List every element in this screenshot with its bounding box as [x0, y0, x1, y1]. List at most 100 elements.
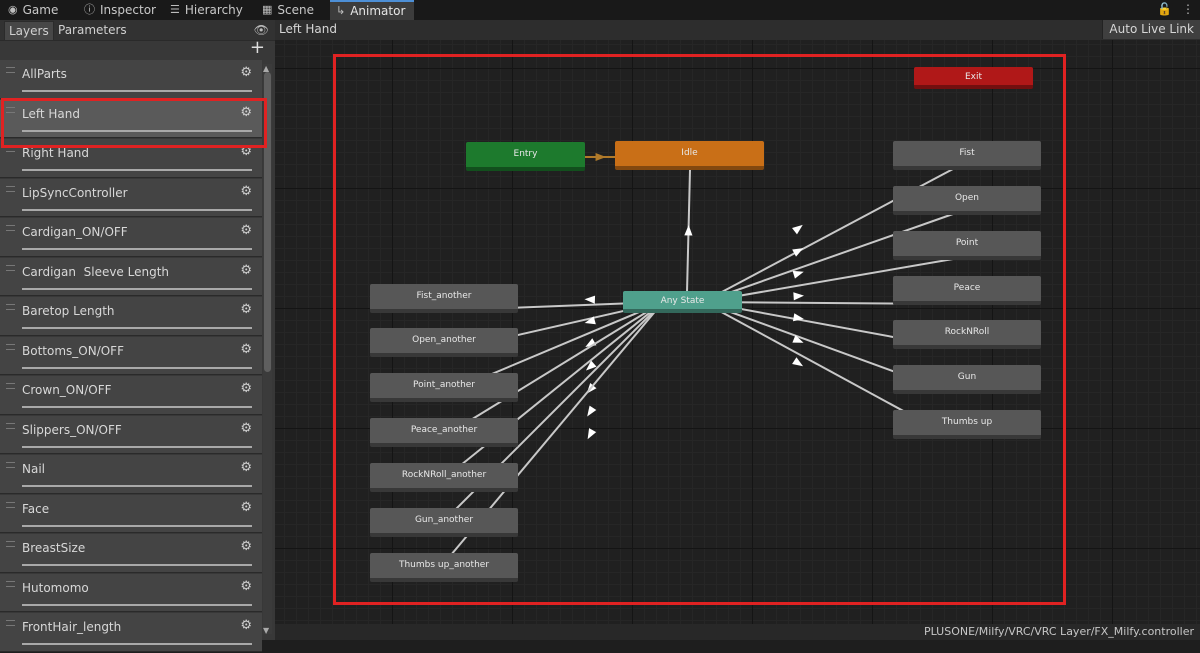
any-state[interactable]: Any State: [623, 291, 742, 313]
idle-state[interactable]: Idle: [615, 141, 764, 170]
drag-handle-icon[interactable]: [6, 225, 15, 231]
layer-row[interactable]: Face⚙: [0, 494, 262, 533]
tab-scene[interactable]: ▦Scene: [256, 0, 320, 20]
layer-row[interactable]: Nail⚙: [0, 455, 262, 494]
scrollbar-thumb[interactable]: [264, 72, 271, 372]
drag-handle-icon[interactable]: [6, 304, 15, 310]
layer-row[interactable]: LipSyncController⚙: [0, 178, 262, 217]
tab-animator[interactable]: ↳Animator: [330, 0, 414, 20]
tab-layers[interactable]: Layers: [4, 21, 54, 41]
state-right[interactable]: Fist: [893, 141, 1041, 170]
gear-icon[interactable]: ⚙: [240, 420, 252, 436]
entry-state[interactable]: Entry: [466, 142, 585, 171]
gear-icon[interactable]: ⚙: [240, 618, 252, 633]
gear-icon[interactable]: ⚙: [240, 262, 252, 278]
tab-parameters[interactable]: Parameters: [58, 23, 127, 37]
transition-any-right[interactable]: [702, 213, 954, 303]
layer-weight-slider[interactable]: [22, 248, 252, 250]
layer-row[interactable]: Hutomomo⚙: [0, 573, 262, 612]
layer-row[interactable]: Bottoms_ON/OFF⚙: [0, 336, 262, 375]
state-right[interactable]: Thumbs up: [893, 410, 1041, 439]
gear-icon[interactable]: ⚙: [240, 539, 252, 554]
layer-weight-slider[interactable]: [22, 445, 252, 448]
state-right[interactable]: RockNRoll: [893, 320, 1041, 349]
layer-row[interactable]: FrontHair_length⚙: [0, 613, 262, 652]
state-left[interactable]: Thumbs up_another: [370, 553, 518, 582]
layer-row[interactable]: Cardigan Sleeve Length⚙: [0, 257, 262, 296]
gear-icon[interactable]: ⚙: [240, 341, 252, 357]
state-right[interactable]: Peace: [893, 276, 1041, 305]
layer-weight-slider[interactable]: [22, 564, 252, 566]
drag-handle-icon[interactable]: [6, 264, 15, 271]
layer-weight-slider[interactable]: [22, 208, 252, 211]
layer-row[interactable]: Right Hand⚙: [0, 139, 262, 178]
layer-weight-slider[interactable]: [22, 603, 252, 606]
tab-game[interactable]: ◉Game: [2, 0, 78, 20]
drag-handle-icon[interactable]: [6, 580, 15, 587]
eye-icon[interactable]: 👁: [253, 23, 269, 37]
drag-handle-icon[interactable]: [6, 462, 15, 468]
gear-icon[interactable]: ⚙: [240, 183, 252, 199]
gear-icon[interactable]: ⚙: [240, 381, 252, 396]
scrollbar[interactable]: [263, 64, 272, 634]
gear-icon[interactable]: ⚙: [240, 104, 252, 120]
tab-hierarchy[interactable]: ☰Hierarchy: [164, 0, 244, 20]
drag-handle-icon[interactable]: [6, 146, 15, 152]
drag-handle-icon[interactable]: [6, 343, 15, 350]
layer-weight-slider[interactable]: [22, 129, 252, 132]
scroll-down-icon[interactable]: ▼: [263, 626, 270, 635]
add-layer-button[interactable]: +: [249, 37, 265, 58]
layer-row[interactable]: AllParts⚙: [0, 60, 262, 99]
layer-weight-slider[interactable]: [22, 643, 252, 645]
layer-row[interactable]: Cardigan_ON/OFF⚙: [0, 218, 262, 257]
layer-row[interactable]: Left Hand⚙: [0, 99, 262, 138]
gear-icon[interactable]: ⚙: [240, 578, 252, 594]
drag-handle-icon[interactable]: [6, 383, 15, 389]
layer-weight-slider[interactable]: [22, 485, 252, 487]
state-left[interactable]: Peace_another: [370, 418, 518, 447]
layer-weight-slider[interactable]: [22, 169, 252, 171]
drag-handle-icon[interactable]: [6, 501, 15, 508]
breadcrumb[interactable]: Left Hand: [279, 22, 337, 36]
state-left[interactable]: RockNRoll_another: [370, 463, 518, 492]
layer-row[interactable]: Baretop Length⚙: [0, 297, 262, 336]
drag-handle-icon[interactable]: [6, 67, 15, 73]
gear-icon[interactable]: ⚙: [240, 499, 252, 515]
state-right[interactable]: Gun: [893, 365, 1041, 394]
state-left[interactable]: Point_another: [370, 373, 518, 402]
layer-weight-slider[interactable]: [22, 287, 252, 290]
drag-handle-icon[interactable]: [6, 422, 15, 429]
state-right[interactable]: Point: [893, 231, 1041, 260]
state-left[interactable]: Gun_another: [370, 508, 518, 537]
gear-icon[interactable]: ⚙: [240, 223, 252, 238]
menu-icon[interactable]: ⋮: [1182, 2, 1194, 16]
transition-any-right[interactable]: [702, 258, 954, 303]
layer-row[interactable]: BreastSize⚙: [0, 534, 262, 573]
lock-icon[interactable]: 🔓: [1157, 2, 1172, 16]
drag-handle-icon[interactable]: [6, 185, 15, 192]
layer-weight-slider[interactable]: [22, 524, 252, 527]
exit-state[interactable]: Exit: [914, 67, 1033, 89]
layer-row[interactable]: Slippers_ON/OFF⚙: [0, 415, 262, 454]
layer-row[interactable]: Crown_ON/OFF⚙: [0, 376, 262, 415]
gear-icon[interactable]: ⚙: [240, 65, 252, 80]
drag-handle-icon[interactable]: [6, 106, 15, 113]
layer-weight-slider[interactable]: [22, 406, 252, 408]
state-left[interactable]: Open_another: [370, 328, 518, 357]
auto-live-link-button[interactable]: Auto Live Link: [1102, 20, 1200, 39]
layer-weight-slider[interactable]: [22, 90, 252, 92]
layer-weight-slider[interactable]: [22, 327, 252, 329]
state-left[interactable]: Fist_another: [370, 284, 518, 313]
transition-any-left[interactable]: [429, 301, 664, 491]
gear-icon[interactable]: ⚙: [240, 460, 252, 475]
gear-icon[interactable]: ⚙: [240, 302, 252, 317]
scroll-up-icon[interactable]: ▲: [263, 64, 270, 73]
state-right[interactable]: Open: [893, 186, 1041, 215]
drag-handle-icon[interactable]: [6, 541, 15, 547]
gear-icon[interactable]: ⚙: [240, 144, 252, 159]
drag-handle-icon[interactable]: [6, 620, 15, 626]
transition-any-left[interactable]: [429, 301, 664, 536]
layer-weight-slider[interactable]: [22, 366, 252, 369]
